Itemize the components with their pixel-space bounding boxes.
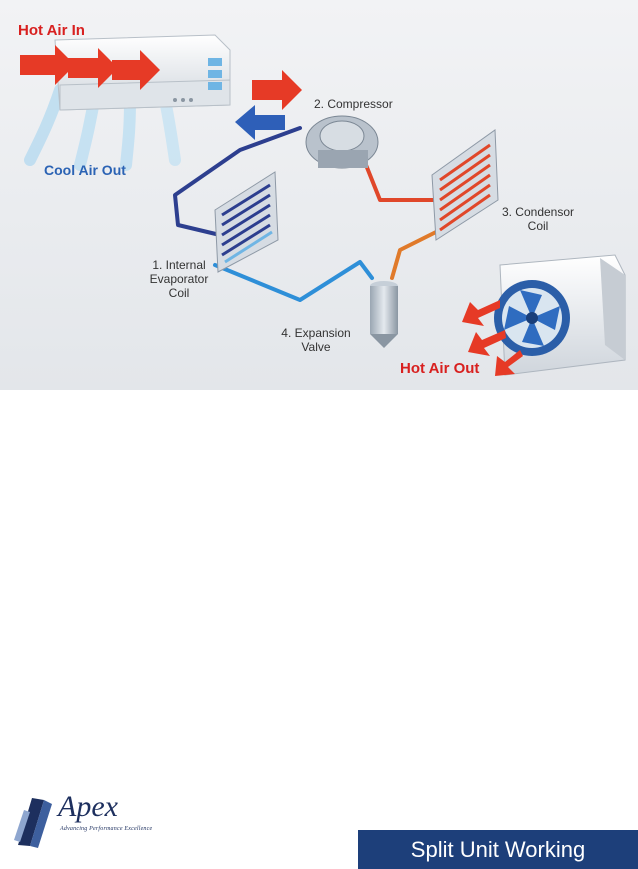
diagram-graphic xyxy=(20,34,626,376)
hot-air-arrows-icon xyxy=(20,45,160,90)
expansion-valve-label: 4. Expansion Valve xyxy=(281,326,351,354)
outdoor-fan-icon xyxy=(494,254,626,376)
apex-logo-icon xyxy=(14,798,52,848)
evaporator-label: 1. Internal Evaporator Coil xyxy=(149,258,209,300)
hot-air-out-label: Hot Air Out xyxy=(400,360,480,377)
refrigerant-flow-arrows-icon xyxy=(235,70,302,140)
brand-tagline: Advancing Performance Excellence xyxy=(60,826,153,832)
compressor-label: 2. Compressor xyxy=(314,97,393,111)
footer: Apex Advancing Performance Excellence Sp… xyxy=(0,390,638,869)
condenser-coil-icon xyxy=(431,129,499,241)
compressor-icon xyxy=(305,115,379,169)
cool-air-out-label: Cool Air Out xyxy=(44,162,126,178)
condensor-label: 3. Condensor Coil xyxy=(501,205,575,233)
brand-logo-text: Apex xyxy=(58,790,118,823)
hot-air-out-arrows-icon xyxy=(462,300,523,376)
slide-title: Split Unit Working xyxy=(358,830,638,869)
split-unit-diagram: Hot Air In Cool Air Out 2. Compressor 3.… xyxy=(0,0,638,390)
evaporator-coil-icon xyxy=(214,171,279,273)
expansion-valve-icon xyxy=(370,281,398,348)
hot-air-in-label: Hot Air In xyxy=(18,22,85,39)
